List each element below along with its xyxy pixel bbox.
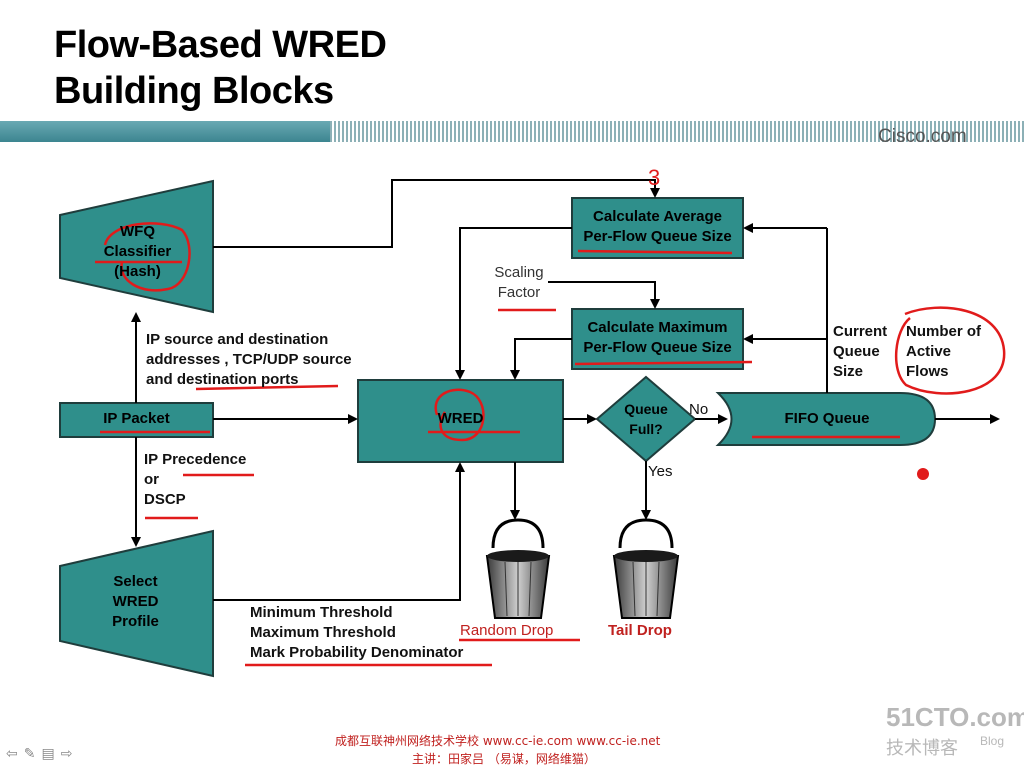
banner-solid-bar bbox=[0, 121, 330, 142]
watermark-blog: Blog bbox=[980, 734, 1005, 748]
ip-packet-label: IP Packet bbox=[103, 410, 170, 427]
current-queue-line-2: Queue bbox=[833, 343, 880, 360]
no-label: No bbox=[689, 401, 709, 418]
threshold-line-1: Minimum Threshold bbox=[250, 604, 393, 621]
random-drop-bucket-icon bbox=[485, 518, 551, 619]
watermark-site: 51CTO.com bbox=[886, 702, 1024, 732]
queue-full-line-1: Queue bbox=[624, 401, 668, 417]
precedence-note-line-3: DSCP bbox=[144, 491, 186, 508]
brand-label: Cisco.com bbox=[878, 126, 967, 147]
calc-average-line-1: Calculate Average bbox=[593, 208, 722, 225]
watermark-sub: 技术博客 bbox=[886, 738, 958, 758]
scaling-factor-label: Scaling Factor bbox=[488, 263, 550, 303]
threshold-line-3: Mark Probability Denominator bbox=[250, 644, 464, 661]
ip-source-note-line-1: IP source and destination bbox=[146, 331, 329, 348]
annotation-number: 3 bbox=[648, 165, 661, 190]
red-annotations bbox=[95, 222, 1006, 667]
scaling-line-2: Factor bbox=[497, 284, 541, 301]
prev-icon[interactable]: ⇦ bbox=[6, 745, 24, 761]
select-profile-label: Select WRED Profile bbox=[78, 572, 193, 632]
queue-full-label: Queue Full? bbox=[606, 399, 686, 439]
wfq-classifier-shape bbox=[59, 179, 214, 314]
banner-striped-bar bbox=[330, 121, 1024, 142]
active-flows-line-2: Active bbox=[906, 343, 952, 360]
wfq-line-1: WFQ bbox=[120, 223, 155, 240]
calc-average-label: Calculate Average Per-Flow Queue Size bbox=[572, 207, 743, 247]
ip-source-note-line-2: addresses , TCP/UDP source bbox=[146, 351, 352, 368]
ip-source-note: IP source and destination addresses , TC… bbox=[146, 330, 352, 390]
ip-source-note-line-3: and destination ports bbox=[146, 371, 299, 388]
thresholds-note: Minimum Threshold Maximum Threshold Mark… bbox=[250, 603, 463, 663]
calc-average-box bbox=[571, 197, 744, 259]
tail-drop-label: Tail Drop bbox=[608, 622, 672, 639]
current-queue-line-1: Current bbox=[833, 323, 888, 340]
laser-pointer-dot bbox=[917, 468, 929, 480]
slide-nav: ⇦✎▤⇨ bbox=[6, 745, 78, 762]
active-flows-line-1: Number of bbox=[906, 323, 981, 340]
calc-maximum-box bbox=[571, 308, 744, 370]
select-profile-line-2: WRED bbox=[112, 593, 159, 610]
scaling-line-1: Scaling bbox=[494, 264, 544, 281]
fifo-queue-label: FIFO Queue bbox=[784, 410, 870, 427]
wfq-line-3: (Hash) bbox=[114, 263, 161, 280]
wfq-classifier-label: WFQ Classifier (Hash) bbox=[80, 222, 195, 282]
title-line-1: Flow-Based WRED bbox=[54, 24, 387, 66]
menu-icon[interactable]: ▤ bbox=[41, 745, 61, 761]
calc-maximum-line-1: Calculate Maximum bbox=[587, 319, 728, 336]
active-flows-line-3: Flows bbox=[906, 363, 949, 380]
wred-label: WRED bbox=[437, 410, 484, 427]
footer-line-2: 主讲：田家吕 （易谋，网络维猫） bbox=[412, 752, 596, 766]
current-queue-label: Current Queue Size bbox=[833, 322, 887, 382]
title-line-2: Building Blocks bbox=[54, 70, 334, 112]
fifo-queue-shape bbox=[715, 392, 937, 446]
precedence-note-line-2: or bbox=[144, 471, 159, 488]
select-profile-shape bbox=[59, 529, 214, 678]
pen-icon[interactable]: ✎ bbox=[23, 745, 42, 761]
select-profile-line-1: Select bbox=[113, 573, 158, 590]
threshold-line-2: Maximum Threshold bbox=[250, 624, 396, 641]
active-flows-label: Number of Active Flows bbox=[906, 322, 981, 382]
random-drop-label: Random Drop bbox=[460, 622, 554, 639]
precedence-note-line-1: IP Precedence bbox=[144, 451, 247, 468]
calc-average-line-2: Per-Flow Queue Size bbox=[583, 228, 732, 245]
wfq-line-2: Classifier bbox=[103, 243, 172, 260]
queue-full-line-2: Full? bbox=[629, 421, 663, 437]
current-queue-line-3: Size bbox=[833, 363, 864, 380]
next-icon[interactable]: ⇨ bbox=[60, 745, 79, 761]
select-profile-line-3: Profile bbox=[112, 613, 159, 630]
wred-box bbox=[357, 379, 564, 463]
calc-maximum-label: Calculate Maximum Per-Flow Queue Size bbox=[572, 318, 743, 358]
yes-label: Yes bbox=[648, 463, 673, 480]
tail-drop-bucket-icon bbox=[612, 518, 680, 619]
slide-title: Flow-Based WRED Building Blocks bbox=[54, 22, 387, 114]
title-banner bbox=[0, 121, 1024, 142]
calc-maximum-line-2: Per-Flow Queue Size bbox=[583, 339, 732, 356]
footer-line-1: 成都互联神州网络技术学校 www.cc-ie.com www.cc-ie.net bbox=[335, 734, 661, 748]
precedence-note: IP Precedence or DSCP bbox=[144, 450, 246, 510]
